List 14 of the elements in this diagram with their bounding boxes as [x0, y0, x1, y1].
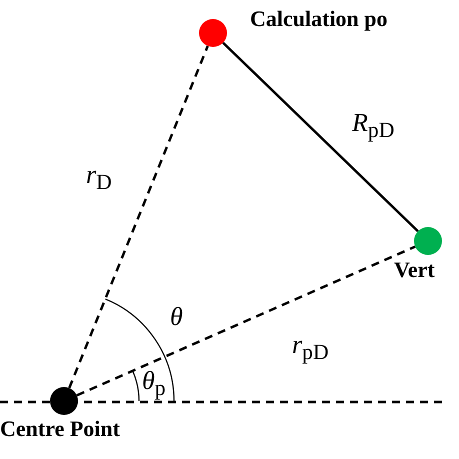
point-label: Vert: [394, 257, 435, 283]
point-marker: [414, 227, 442, 255]
connector-line: [222, 42, 419, 232]
angle-label: θ: [170, 302, 183, 332]
angle-label: θ$_{p}$: [142, 366, 166, 402]
point-marker: [199, 19, 227, 47]
point-label: Centre Point: [0, 416, 120, 442]
edge-label: R$_{pD}$: [352, 108, 394, 144]
edge-label: r$_{D}$: [86, 160, 112, 196]
edge-label: r$_{pD}$: [292, 330, 329, 366]
point-label: Calculation po: [250, 6, 388, 32]
connector-line: [76, 246, 416, 396]
connector-line: [68, 46, 209, 388]
point-marker: [50, 387, 78, 415]
